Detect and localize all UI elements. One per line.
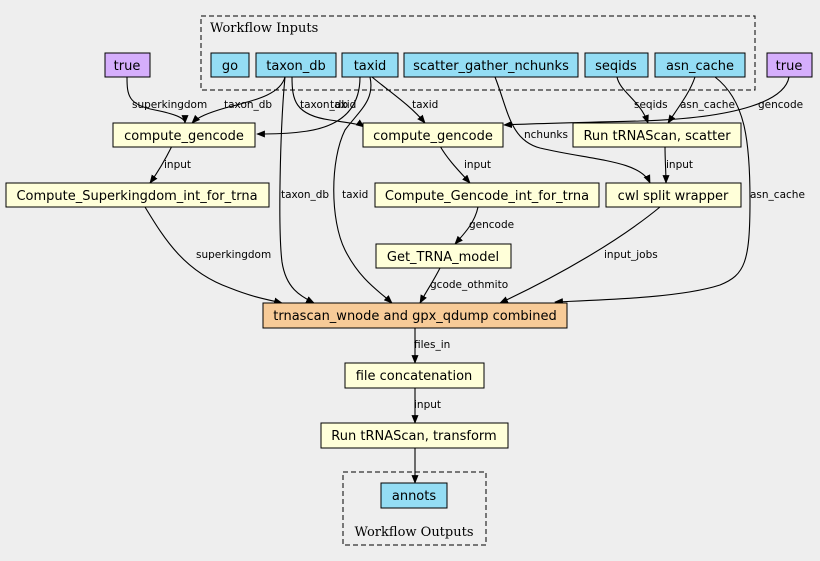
node-file-concatenation[interactable]: file concatenation	[344, 362, 485, 389]
node-true-right[interactable]: true	[766, 52, 813, 78]
node-file-concatenation-label: file concatenation	[356, 369, 473, 384]
node-taxon-db[interactable]: taxon_db	[255, 52, 337, 78]
edge-taxon-db-to-combined	[279, 76, 315, 304]
edge-compute-gencode-2-to-gencode-int	[439, 145, 471, 184]
edge-label-superkingdom-1: superkingdom	[132, 99, 207, 111]
node-annots[interactable]: annots	[380, 482, 448, 509]
node-run-trnascan-scatter-label: Run tRNAScan, scatter	[583, 129, 731, 144]
edge-label-nchunks: nchunks	[524, 129, 568, 141]
cluster-outputs-label: Workflow Outputs	[355, 525, 474, 540]
node-go[interactable]: go	[210, 52, 250, 78]
node-taxid-label: taxid	[354, 59, 387, 74]
edge-true-to-compute-gencode-2	[503, 76, 790, 129]
edge-nchunks-to-split-wrapper	[494, 76, 651, 184]
edge-label-taxid-3: taxid	[342, 189, 368, 201]
node-compute-gencode-1-label: compute_gencode	[124, 129, 244, 144]
node-trnascan-combined[interactable]: trnascan_wnode and gpx_qdump combined	[262, 302, 568, 329]
edge-compute-gencode-1-to-superkingdom	[149, 145, 173, 184]
node-run-trnascan-scatter[interactable]: Run tRNAScan, scatter	[572, 122, 742, 148]
edge-label-asn-cache-2: asn_cache	[750, 189, 805, 201]
node-annots-label: annots	[392, 489, 436, 504]
edge-taxon-db-to-compute-gencode-1	[191, 76, 286, 124]
edges: superkingdom taxon_db taxid taxon_db tax…	[126, 76, 805, 484]
edge-label-superkingdom-2: superkingdom	[196, 249, 271, 261]
node-get-trna-model[interactable]: Get_TRNA_model	[375, 243, 512, 269]
node-run-trnascan-transform-label: Run tRNAScan, transform	[331, 429, 496, 444]
edge-label-taxon-db-1: taxon_db	[224, 99, 272, 111]
edge-gencode-int-to-trna-model	[454, 206, 479, 245]
edge-label-gencode-2: gencode	[469, 219, 514, 231]
cluster-inputs-label: Workflow Inputs	[210, 21, 318, 36]
edge-true-to-compute-gencode-1	[126, 76, 189, 124]
node-true-right-label: true	[776, 59, 803, 74]
node-seqids[interactable]: seqids	[584, 52, 649, 78]
edge-taxon-db-to-compute-gencode-2	[291, 76, 365, 128]
node-compute-gencode-2-label: compute_gencode	[373, 129, 493, 144]
node-true-left[interactable]: true	[104, 52, 151, 78]
edge-label-taxid-2: taxid	[412, 99, 438, 111]
edge-label-asn-cache-1: asn_cache	[680, 99, 735, 111]
edge-label-input-jobs: input_jobs	[604, 249, 658, 261]
edge-label-input-1: input	[164, 159, 191, 171]
edge-taxid-to-compute-gencode-1	[256, 76, 361, 138]
node-asn-cache-label: asn_cache	[666, 59, 734, 74]
edge-asn-cache-to-combined	[554, 76, 751, 306]
node-get-trna-model-label: Get_TRNA_model	[387, 250, 499, 265]
edge-taxid-to-combined	[333, 76, 393, 304]
cluster-workflow-outputs: Workflow Outputs	[342, 471, 487, 546]
node-compute-superkingdom-label: Compute_Superkingdom_int_for_trna	[16, 189, 257, 204]
node-seqids-label: seqids	[595, 59, 637, 74]
node-true-left-label: true	[114, 59, 141, 74]
edge-superkingdom-to-combined	[144, 206, 283, 305]
node-go-label: go	[222, 59, 238, 74]
edge-asn-cache-to-scatter	[667, 76, 696, 124]
node-scatter-gather-nchunks-label: scatter_gather_nchunks	[413, 59, 569, 74]
node-cwl-split-wrapper[interactable]: cwl split wrapper	[605, 182, 742, 208]
node-asn-cache[interactable]: asn_cache	[654, 52, 746, 78]
node-trnascan-combined-label: trnascan_wnode and gpx_qdump combined	[273, 309, 556, 324]
node-compute-gencode-int-label: Compute_Gencode_int_for_trna	[385, 189, 589, 204]
node-taxid[interactable]: taxid	[341, 52, 399, 78]
cluster-workflow-inputs: Workflow Inputs	[200, 15, 756, 91]
edge-label-files-in: files_in	[414, 339, 450, 351]
edge-label-input-3: input	[666, 159, 693, 171]
node-cwl-split-wrapper-label: cwl split wrapper	[618, 189, 729, 204]
edge-label-seqids: seqids	[634, 99, 668, 111]
edge-taxid-to-compute-gencode-2	[371, 76, 426, 124]
node-scatter-gather-nchunks[interactable]: scatter_gather_nchunks	[403, 52, 579, 78]
edge-seqids-to-scatter	[616, 76, 649, 124]
edge-label-taxon-db-2: taxon_db	[300, 99, 348, 111]
edge-split-wrapper-to-combined	[499, 206, 661, 304]
edge-label-gencode-1: gencode	[758, 99, 803, 111]
node-compute-gencode-1[interactable]: compute_gencode	[112, 122, 256, 148]
node-compute-superkingdom[interactable]: Compute_Superkingdom_int_for_trna	[5, 182, 270, 208]
edge-label-taxid-1: taxid	[330, 99, 356, 111]
node-run-trnascan-transform[interactable]: Run tRNAScan, transform	[320, 422, 509, 449]
node-taxon-db-label: taxon_db	[266, 59, 326, 74]
edge-label-input-4: input	[414, 399, 441, 411]
edge-trna-model-to-combined	[419, 267, 441, 304]
node-compute-gencode-2[interactable]: compute_gencode	[362, 122, 504, 148]
edge-label-input-2: input	[464, 159, 491, 171]
edge-label-gcode-othmito: gcode_othmito	[430, 279, 508, 291]
edge-label-taxon-db-3: taxon_db	[281, 189, 329, 201]
nodes: go taxon_db taxid scatter_gather_nchunks…	[5, 52, 813, 509]
node-compute-gencode-int[interactable]: Compute_Gencode_int_for_trna	[374, 182, 600, 208]
edge-scatter-to-split-wrapper	[662, 145, 670, 184]
